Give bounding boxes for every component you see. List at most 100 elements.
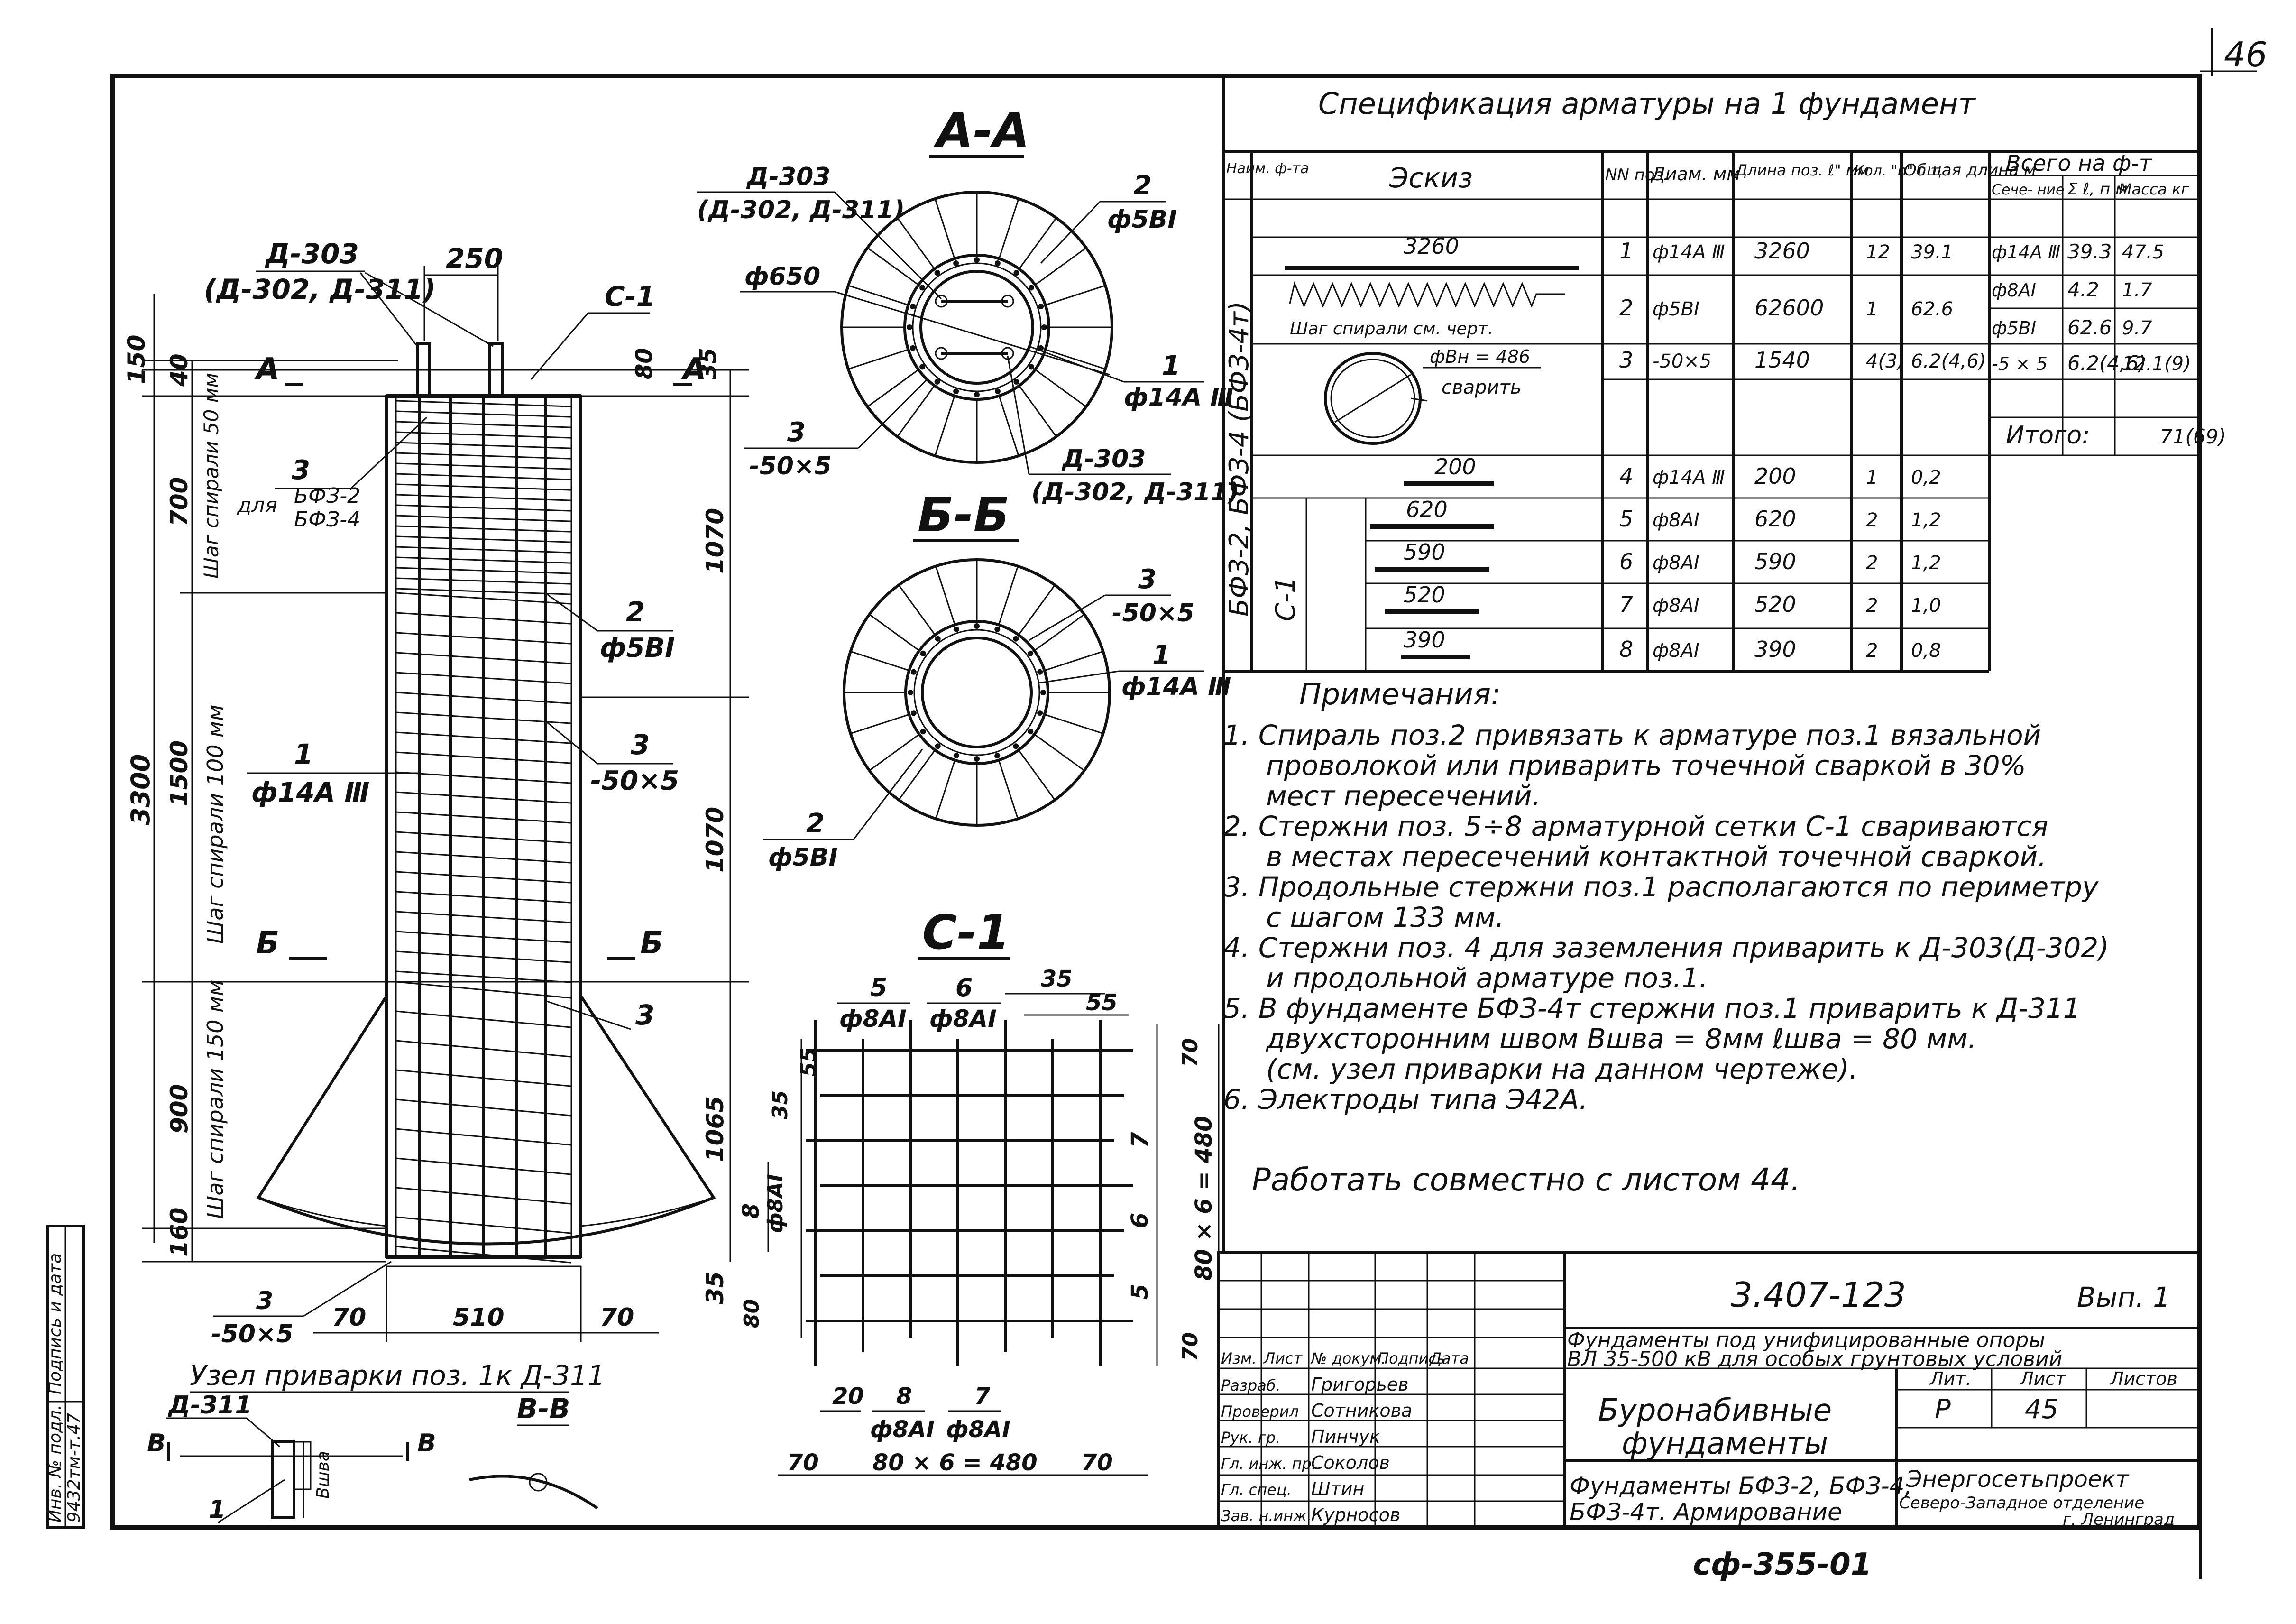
note-line: в местах пересечений контактной точечной… — [1266, 840, 2047, 873]
radial-line — [998, 760, 1019, 819]
spiral-turn — [395, 851, 572, 864]
tb-role: Зав. н.инж. — [1221, 1507, 1312, 1525]
spec-cell-total: 0,8 — [1911, 640, 1941, 662]
weld-node-title: Узел приварки поз. 1к Д-311 — [190, 1359, 605, 1392]
elev-pos2-diam: ф5ВI — [600, 633, 675, 664]
note-line: 4. Стержни поз. 4 для заземления привари… — [1223, 932, 2109, 964]
total-cell-section: ф14А Ⅲ — [1992, 242, 2060, 263]
radial-line — [1035, 247, 1087, 286]
bar-dot — [1028, 650, 1034, 656]
radial-line — [934, 396, 955, 456]
note-line: с шагом 133 мм. — [1266, 901, 1504, 933]
radial-line — [1034, 614, 1085, 652]
sketch-3260: 3260 — [1404, 233, 1459, 259]
tb-subtitle1: Фундаменты под унифицированные опоры — [1567, 1328, 2045, 1352]
sketch-520: 520 — [1404, 582, 1445, 608]
spiral-turn — [395, 421, 572, 428]
tb-role: Рук. гр. — [1221, 1429, 1280, 1447]
tb-header-cell: Изм. — [1221, 1349, 1257, 1367]
tb-subtitle2: ВЛ 35-500 кВ для особых грунтовых услови… — [1567, 1347, 2062, 1371]
spiral-turn — [395, 462, 572, 470]
tb-header-cell: Подпись — [1378, 1349, 1446, 1367]
total-cell-section: ф5ВI — [1992, 318, 2036, 339]
spiral-turn — [395, 652, 572, 664]
mesh-p5-diam: ф8АI — [839, 1005, 907, 1033]
dim-35-bottom: 35 — [701, 1271, 729, 1304]
spec-cell-qty: 2 — [1866, 509, 1878, 531]
spiral-turn — [395, 950, 572, 963]
mesh-grid — [806, 1020, 1133, 1366]
dim-160: 160 — [165, 1208, 193, 1257]
elev-for-text: для — [237, 493, 277, 517]
section-bb: Б-Б 3 -50×5 1 ф14А Ⅲ 2 ф5ВI — [763, 487, 1231, 872]
spiral-turn — [395, 431, 572, 439]
mesh-p8v: 8 — [738, 1203, 764, 1219]
bb-pos1: 1 — [1152, 640, 1171, 671]
bar-dot — [1037, 710, 1043, 716]
tb-header-cell: № докум. — [1310, 1349, 1386, 1367]
total-cell-mass: 1.7 — [2122, 279, 2152, 301]
radial-line — [998, 566, 1019, 625]
tb-role: Разраб. — [1221, 1376, 1281, 1394]
aa-pos1: 1 — [1162, 351, 1180, 381]
bar-dot — [953, 388, 959, 395]
spec-cell-diam: -50×5 — [1653, 351, 1711, 372]
bar-dot — [974, 257, 980, 263]
radial-line — [898, 584, 936, 636]
elev-d302-label: (Д-302, Д-311) — [204, 273, 436, 305]
section-c1-title: С-1 — [922, 904, 1010, 960]
bar-dot — [910, 669, 917, 675]
sketch-weld-diam: фВн = 486 — [1430, 346, 1530, 367]
section-vv-label: В-В — [517, 1393, 570, 1425]
bar-dot — [994, 388, 1001, 395]
spec-cell-diam: ф14А Ⅲ — [1653, 467, 1725, 489]
bar-dot — [909, 345, 916, 351]
spiral-turn — [395, 556, 572, 564]
spiral-reinforcement — [395, 400, 572, 1264]
tb-code: 3.407-123 — [1731, 1275, 1906, 1315]
mesh-p7: 7 — [974, 1383, 991, 1410]
tb-role: Гл. инж. пр. — [1221, 1455, 1316, 1473]
tb-person: Соколов — [1311, 1452, 1390, 1473]
spiral-turn — [395, 525, 572, 533]
aa-d302-b: (Д-302, Д-311) — [1031, 478, 1239, 507]
spec-cell-pos: 5 — [1619, 506, 1633, 532]
mesh-d35: 35 — [1041, 966, 1073, 992]
radial-line — [869, 614, 920, 652]
spiral-turn — [395, 567, 572, 574]
spiral-turn — [395, 731, 572, 744]
section-a-left: А — [254, 352, 280, 387]
bb-pos3-diam: -50×5 — [1112, 599, 1194, 627]
spec-cell-qty: 2 — [1866, 552, 1878, 574]
bar-dot — [935, 743, 941, 749]
tb-person: Григорьев — [1311, 1374, 1409, 1395]
bar-dot — [920, 729, 926, 735]
spiral-turn — [395, 612, 572, 625]
note-line: 3. Продольные стержни поз.1 располагаютс… — [1223, 871, 2099, 903]
bb-pos2: 2 — [806, 808, 825, 839]
tb-lit: Р — [1935, 1394, 1951, 1425]
spec-cell-diam: ф14А Ⅲ — [1653, 241, 1725, 263]
hdr-mass: Масса кг — [2119, 180, 2189, 198]
spiral-turn — [395, 577, 572, 585]
spiral-turn — [395, 473, 572, 480]
dim-900: 900 — [165, 1084, 193, 1134]
aa-d303: Д-303 — [746, 163, 830, 191]
side-stamp-label-signature: Подпись и дата — [46, 1253, 65, 1394]
bar-dot — [907, 324, 912, 330]
tb-person: Пинчук — [1311, 1426, 1380, 1447]
spiral-turn — [395, 672, 572, 684]
weld-node: Узел приварки поз. 1к Д-311 Д-311 В В Вш… — [147, 1359, 605, 1524]
mesh-d70l: 70 — [787, 1449, 819, 1476]
side-stamp-label-inv: Инв. № подл. — [46, 1405, 65, 1522]
radial-line — [869, 733, 920, 771]
spiral-turn — [395, 400, 572, 407]
tb-person: Курносов — [1311, 1504, 1400, 1525]
radial-line — [1019, 385, 1057, 437]
tb-name1: Буронабивные — [1598, 1393, 1832, 1428]
spec-cell-len: 1540 — [1754, 347, 1810, 373]
tb-part1: Фундаменты БФЗ-2, БФЗ-4, — [1570, 1472, 1912, 1500]
notes: Примечания: 1. Спираль поз.2 привязать к… — [1223, 677, 2109, 1198]
spiral-turn — [395, 483, 572, 491]
mesh-c1: С-1 5 ф8АI 6 ф8АI 35 55 55 35 8 ф8АI 80 … — [738, 904, 1220, 1476]
